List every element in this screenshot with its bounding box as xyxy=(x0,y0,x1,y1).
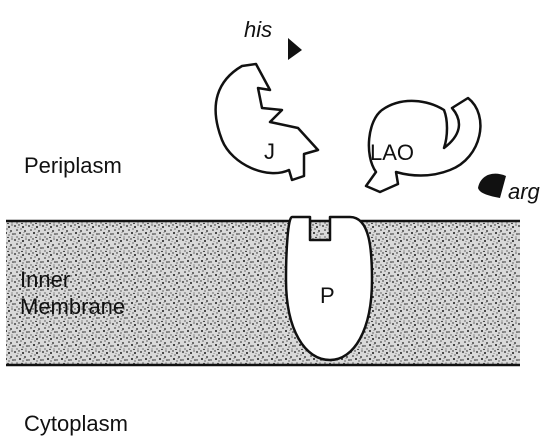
arg-ligand-label: arg xyxy=(508,179,541,204)
his-ligand-shape xyxy=(288,38,302,60)
arg-ligand-shape xyxy=(478,174,506,198)
inner-membrane-label-line1: Inner xyxy=(20,267,70,292)
inner-membrane-band xyxy=(6,221,520,365)
cytoplasm-label: Cytoplasm xyxy=(24,411,128,436)
periplasm-label: Periplasm xyxy=(24,153,122,178)
protein-p-label: P xyxy=(320,283,335,308)
protein-lao-label: LAO xyxy=(370,140,414,165)
inner-membrane-label-line2: Membrane xyxy=(20,294,125,319)
protein-j-label: J xyxy=(264,139,275,164)
his-ligand-label: his xyxy=(244,17,272,42)
